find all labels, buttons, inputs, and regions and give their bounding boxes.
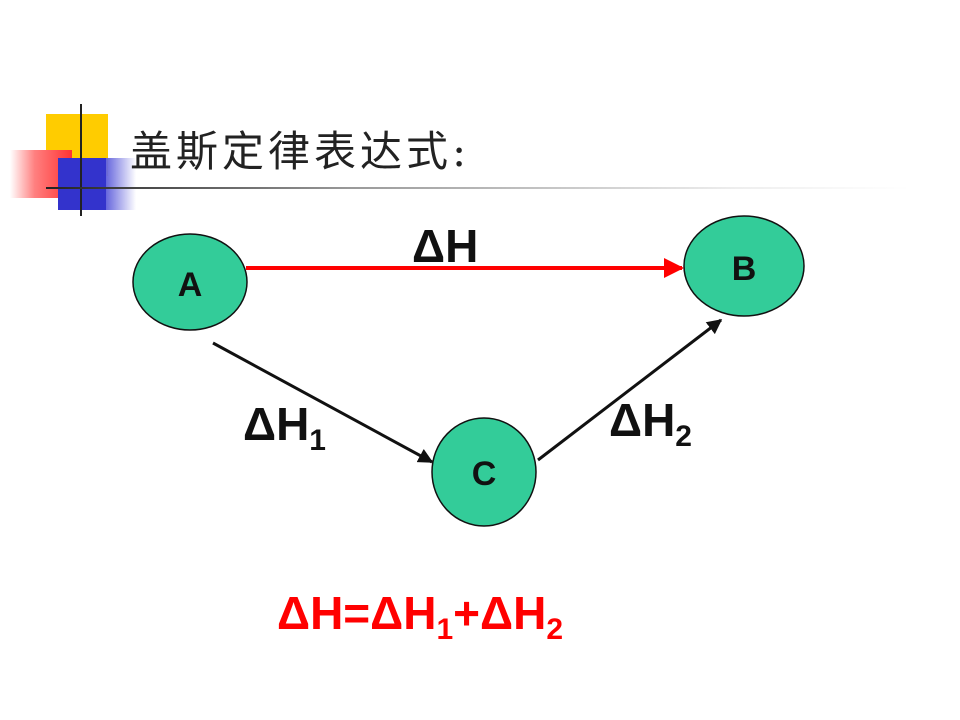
equation-term1-subscript: 1 bbox=[436, 613, 454, 646]
decor-blue-square bbox=[58, 158, 106, 210]
edge-c-to-b-subscript: 2 bbox=[675, 420, 692, 453]
decor-blue-fade bbox=[106, 158, 136, 210]
node-a: A bbox=[132, 233, 248, 331]
slide-title: 盖斯定律表达式: bbox=[130, 127, 471, 176]
edge-c-to-b-label: ΔH2 bbox=[609, 394, 692, 453]
node-c-label: C bbox=[472, 455, 497, 493]
edge-a-to-c-arrow bbox=[212, 341, 434, 464]
decor-vertical-line bbox=[80, 104, 82, 216]
node-a-label: A bbox=[178, 266, 203, 304]
equation-lhs: ΔH= bbox=[277, 587, 371, 639]
equation-term2: ΔH bbox=[480, 587, 547, 639]
edge-c-to-b-arrow bbox=[537, 318, 723, 462]
equation-term2-subscript: 2 bbox=[546, 613, 563, 646]
node-b: B bbox=[683, 215, 805, 317]
edge-a-to-b-label: ΔH bbox=[412, 220, 478, 272]
equation-plus: + bbox=[453, 587, 481, 639]
edge-a-to-c-subscript: 1 bbox=[309, 424, 326, 457]
title-underline bbox=[46, 187, 910, 189]
edge-a-to-c-label: ΔH1 bbox=[243, 398, 326, 457]
node-b-label: B bbox=[732, 250, 757, 288]
hess-law-equation: ΔH=ΔH1+ΔH2 bbox=[277, 586, 563, 647]
node-c: C bbox=[431, 417, 537, 527]
equation-term1: ΔH bbox=[370, 587, 437, 639]
